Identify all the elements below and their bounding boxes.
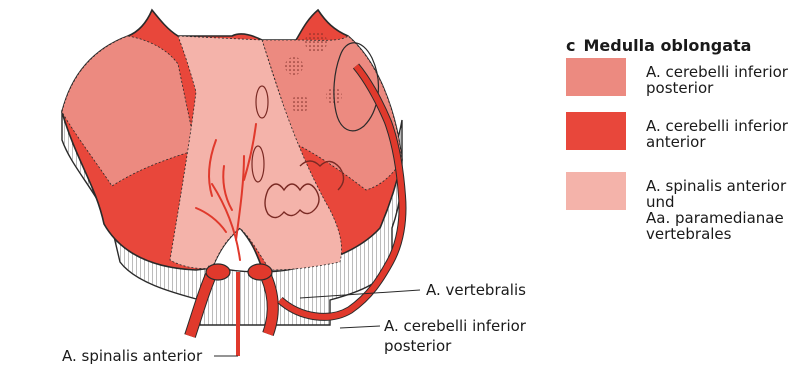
legend-text-aica: A. cerebelli inferior anterior <box>646 118 788 150</box>
legend-swatch-paramedian <box>566 172 626 210</box>
legend-swatch-aica <box>566 112 626 150</box>
dotted-nucleus-3 <box>291 95 309 113</box>
legend-text-paramedian: A. spinalis anterior und Aa. paramediana… <box>646 178 786 242</box>
label-vertebralis: A. vertebralis <box>426 282 526 299</box>
legend-swatch-pica <box>566 58 626 96</box>
panel-title-text: Medulla oblongata <box>583 36 751 55</box>
panel-letter: c <box>566 36 575 55</box>
label-cerebelli-line1: A. cerebelli inferior <box>384 318 526 335</box>
label-cerebelli-line2: posterior <box>384 338 451 355</box>
legend-text-pica: A. cerebelli inferior posterior <box>646 64 788 96</box>
leader-cerebelli <box>340 326 380 328</box>
dotted-nucleus-1 <box>305 31 327 53</box>
dotted-nucleus-2 <box>285 57 303 75</box>
label-spinalis: A. spinalis anterior <box>62 348 202 365</box>
panel-title: c Medulla oblongata <box>566 36 751 55</box>
